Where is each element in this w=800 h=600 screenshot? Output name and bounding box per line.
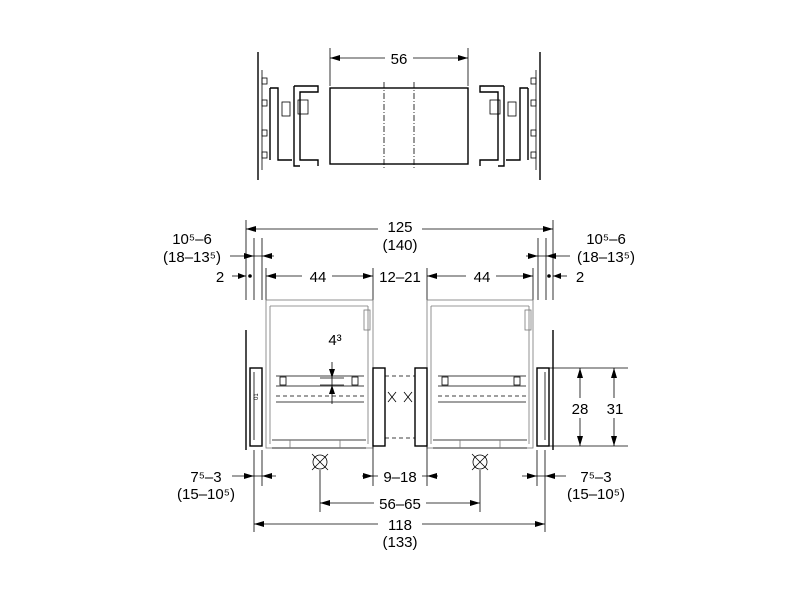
dim-right-offset: 10⁵–6: [586, 231, 626, 248]
dim-drain-spacing: 56–65: [379, 496, 421, 513]
dim-overall-top: 125: [387, 219, 412, 236]
dim-bottom-right-alt: (15–10⁵): [567, 486, 625, 503]
dim-left-offset-alt: (18–13⁵): [163, 249, 221, 266]
front-view: 125 (140) 10⁵–6 (18–13⁵) 10⁵–6 (18–13⁵) …: [163, 218, 635, 552]
dim-center-gap: 9–18: [383, 469, 416, 486]
dim-right-offset-alt: (18–13⁵): [577, 249, 635, 266]
dim-left-gap: 2: [216, 269, 224, 286]
dim-frame-gap: 12–21: [379, 269, 421, 286]
dim-overall-bottom-alt: (133): [382, 534, 417, 551]
dim-frame-right: 44: [474, 269, 491, 286]
dim-left-offset: 10⁵–6: [172, 231, 212, 248]
dim-bottom-left-alt: (15–10⁵): [177, 486, 235, 503]
dim-overall-bottom: 118: [388, 517, 412, 534]
dim-rail-drop: 4³: [328, 332, 341, 349]
dim-height-outer: 31: [607, 401, 624, 418]
dim-bottom-left: 7⁵–3: [190, 469, 221, 486]
dim-bottom-right: 7⁵–3: [580, 469, 611, 486]
top-view: 56: [257, 48, 541, 180]
dim-overall-top-alt: (140): [382, 237, 417, 254]
dim-right-gap: 2: [576, 269, 584, 286]
svg-text:01: 01: [254, 393, 260, 400]
dim-height-inner: 28: [572, 401, 589, 418]
dim-frame-left: 44: [310, 269, 327, 286]
dim-top-width: 56: [391, 51, 408, 68]
